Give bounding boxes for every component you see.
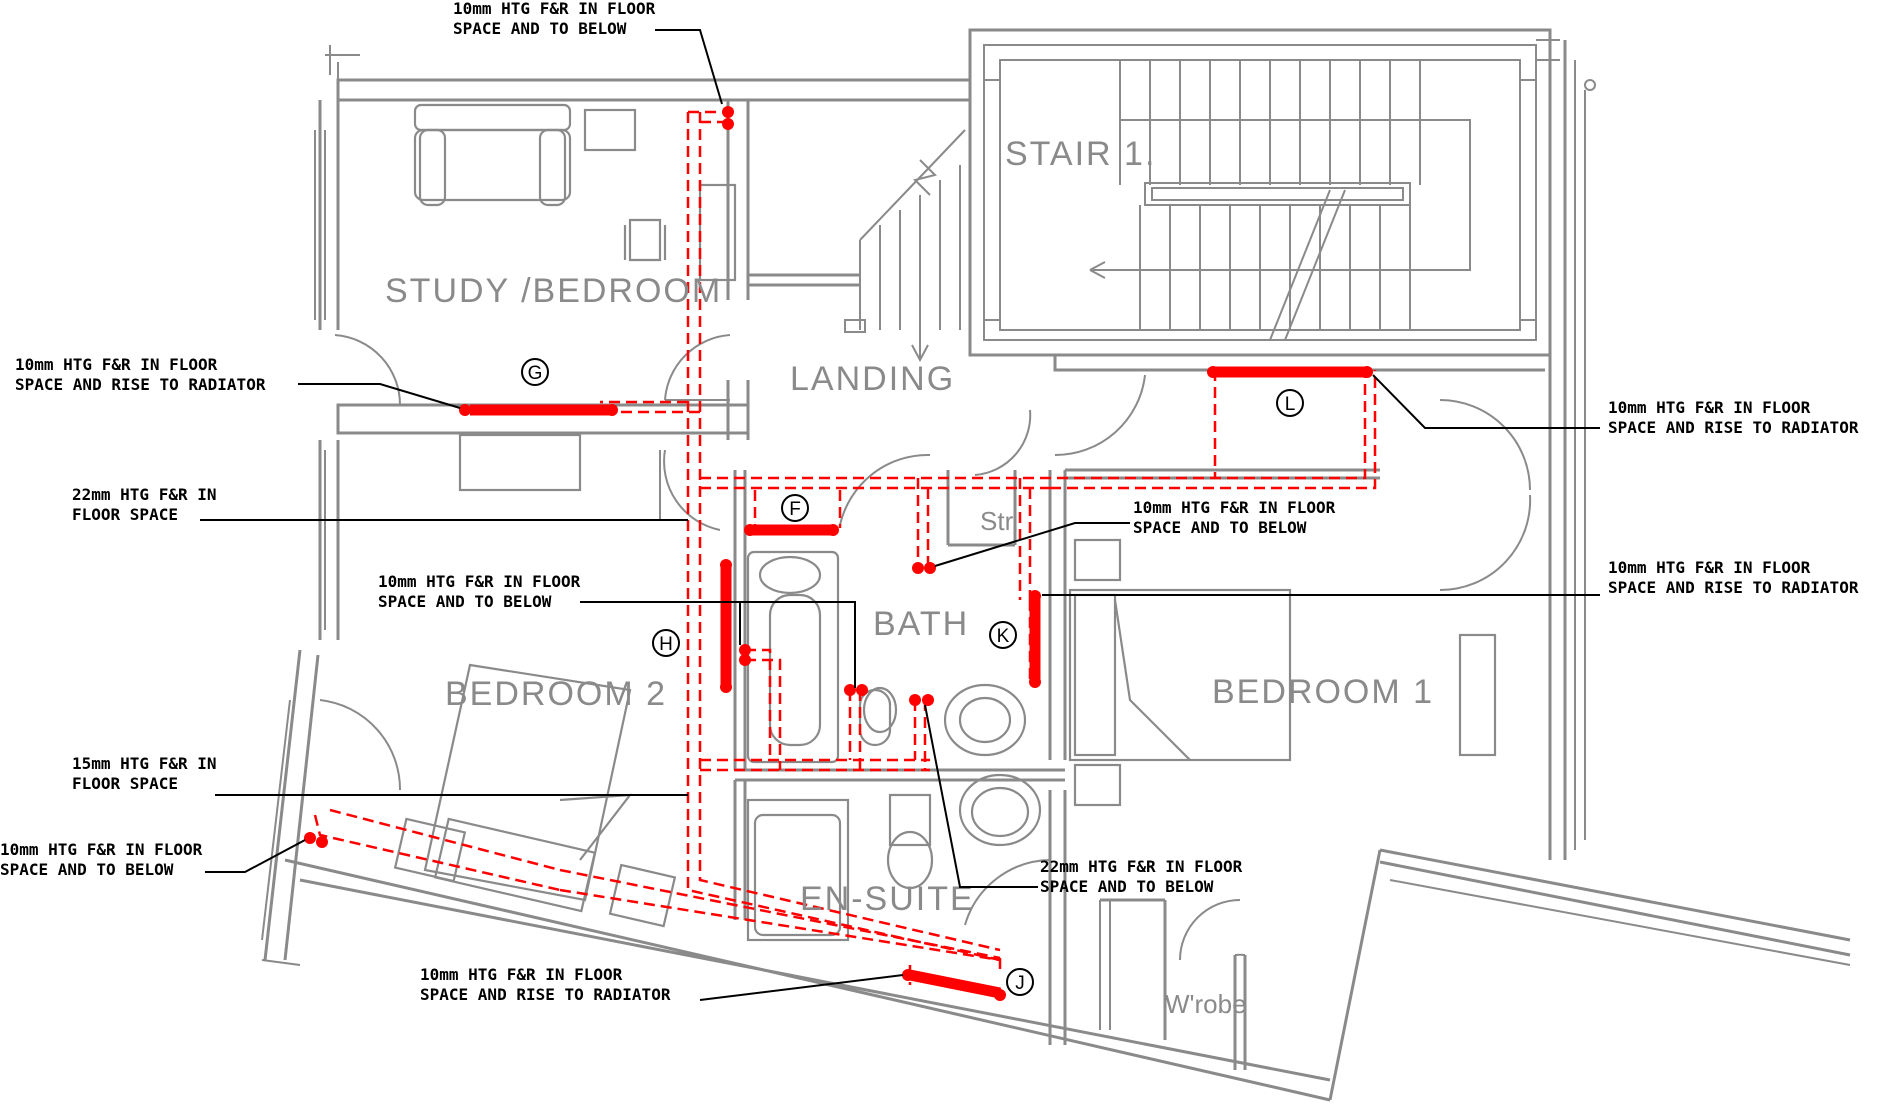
note-g-line1: 10mm HTG F&R IN FLOOR bbox=[15, 355, 218, 374]
tag-k: K bbox=[997, 626, 1010, 647]
note-j-line2: SPACE AND RISE TO RADIATOR bbox=[420, 985, 671, 1004]
note-22mm-line2: FLOOR SPACE bbox=[72, 505, 178, 524]
note-15mm-line1: 15mm HTG F&R IN bbox=[72, 754, 217, 773]
tag-l: L bbox=[1285, 394, 1296, 415]
pipe-nodes bbox=[304, 106, 1373, 1001]
note-bed2-line2: SPACE AND TO BELOW bbox=[0, 860, 174, 879]
radiators bbox=[470, 366, 1365, 999]
tag-h: H bbox=[659, 634, 673, 655]
note-top-line2: SPACE AND TO BELOW bbox=[453, 19, 627, 38]
landing-stair-flight bbox=[844, 129, 966, 363]
room-label-landing: LANDING bbox=[790, 360, 955, 398]
room-label-bedroom2: BEDROOM 2 bbox=[445, 675, 667, 713]
room-label-bath: BATH bbox=[873, 605, 969, 643]
leader-top bbox=[655, 29, 723, 105]
note-top-line1: 10mm HTG F&R IN FLOOR bbox=[453, 0, 656, 18]
note-bed2-line1: 10mm HTG F&R IN FLOOR bbox=[0, 840, 203, 859]
tag-f: F bbox=[789, 499, 801, 520]
leader-ensuite bbox=[924, 704, 1038, 888]
note-ensuite-line1: 22mm HTG F&R IN FLOOR bbox=[1040, 857, 1243, 876]
room-label-study: STUDY /BEDROOM bbox=[385, 272, 722, 310]
room-labels: STAIR 1. STUDY /BEDROOM LANDING BATH Str… bbox=[385, 135, 1434, 1019]
annotations: 10mm HTG F&R IN FLOOR SPACE AND TO BELOW… bbox=[0, 0, 1859, 1004]
note-l-line1: 10mm HTG F&R IN FLOOR bbox=[1608, 398, 1811, 417]
room-label-stair: STAIR 1. bbox=[1005, 135, 1156, 173]
tag-j: J bbox=[1015, 973, 1025, 994]
note-g-line2: SPACE AND RISE TO RADIATOR bbox=[15, 375, 266, 394]
leader-l bbox=[1372, 374, 1600, 429]
radiator-j bbox=[908, 969, 1002, 999]
note-l-line2: SPACE AND RISE TO RADIATOR bbox=[1608, 418, 1859, 437]
note-22mm-line1: 22mm HTG F&R IN bbox=[72, 485, 217, 504]
note-k-line2: SPACE AND RISE TO RADIATOR bbox=[1608, 578, 1859, 597]
stair-treads bbox=[1089, 60, 1471, 341]
room-label-store: Str. bbox=[980, 506, 1019, 536]
note-ensuite-line2: SPACE AND TO BELOW bbox=[1040, 877, 1214, 896]
leader-store bbox=[934, 522, 1130, 567]
leader-g bbox=[298, 383, 461, 409]
door-swings bbox=[319, 334, 1532, 961]
note-15mm-line2: FLOOR SPACE bbox=[72, 774, 178, 793]
note-k-line1: 10mm HTG F&R IN FLOOR bbox=[1608, 558, 1811, 577]
leader-bath bbox=[580, 601, 856, 688]
room-label-bedroom1: BEDROOM 1 bbox=[1212, 673, 1434, 711]
heating-pipework bbox=[313, 110, 1377, 985]
leader-j bbox=[699, 974, 904, 1001]
building-walls bbox=[261, 28, 1851, 1102]
note-store-line2: SPACE AND TO BELOW bbox=[1133, 518, 1307, 537]
note-bath-line2: SPACE AND TO BELOW bbox=[378, 592, 552, 611]
note-bath-line1: 10mm HTG F&R IN FLOOR bbox=[378, 572, 581, 591]
note-store-line1: 10mm HTG F&R IN FLOOR bbox=[1133, 498, 1336, 517]
tag-g: G bbox=[528, 363, 543, 384]
radiator-tags: G F H K L J bbox=[521, 358, 1304, 996]
room-label-wardrobe: W'robe bbox=[1165, 989, 1247, 1019]
room-label-ensuite: EN-SUITE bbox=[800, 880, 975, 918]
leader-bed2 bbox=[205, 839, 306, 873]
note-j-line1: 10mm HTG F&R IN FLOOR bbox=[420, 965, 623, 984]
